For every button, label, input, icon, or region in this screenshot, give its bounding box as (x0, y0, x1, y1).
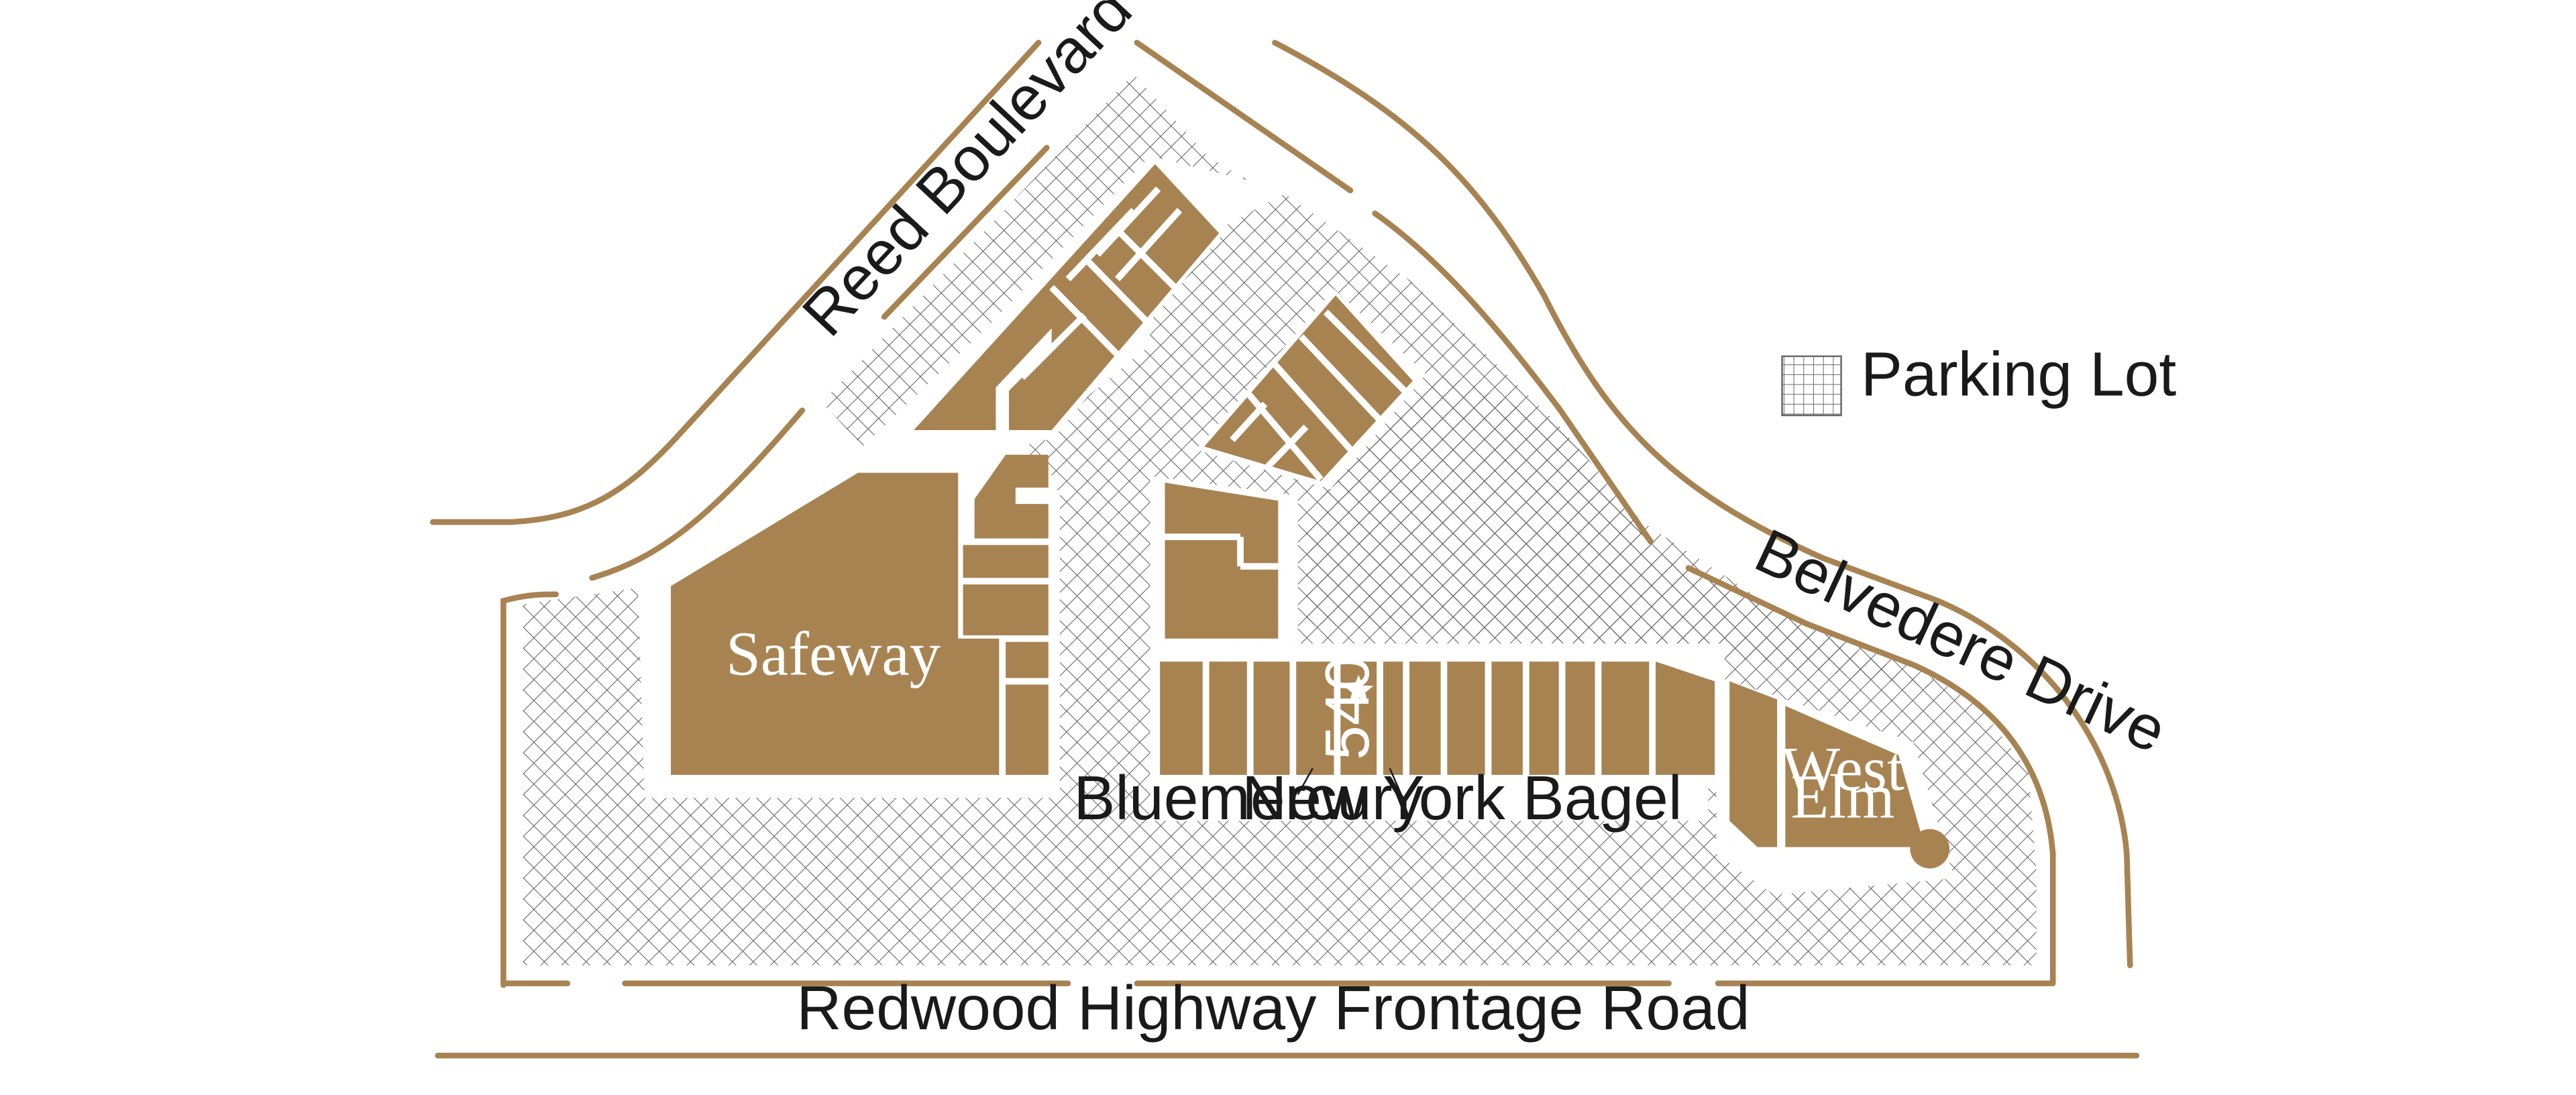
road-belvedere-inner-2 (1685, 565, 2056, 985)
label-bluemercury: Bluemercury (1073, 763, 1424, 833)
road-reed-boulevard-inner (589, 407, 806, 581)
building-row-unit-11[interactable] (1565, 662, 1595, 775)
legend: Parking Lot (1781, 340, 2176, 417)
building-row-unit-10[interactable] (1529, 662, 1559, 775)
building-row-unit-3[interactable] (1253, 662, 1290, 775)
label-safeway: Safeway (726, 620, 941, 689)
road-center-left (1134, 40, 1354, 194)
label-west-elm-line2: Elm (1791, 762, 1895, 831)
building-row-unit-12[interactable] (1601, 662, 1650, 775)
building-westelm-round (1910, 829, 1950, 869)
building-dividers (999, 187, 1411, 570)
unit-540-highlight: 540 (1312, 656, 1382, 760)
building-row-unit-7[interactable] (1409, 662, 1441, 775)
label-west-elm-line1: West (1781, 735, 1904, 804)
road-reed-inner-segment (881, 144, 1050, 320)
road-belvedere-outer (1272, 40, 2133, 968)
building-left-unit-1[interactable] (974, 454, 1049, 539)
building-left-unit-5[interactable] (1006, 684, 1049, 775)
building-row-unit-2[interactable] (1209, 662, 1247, 775)
building-west-elm[interactable] (1785, 706, 1925, 847)
road-left-edge (500, 591, 559, 988)
building-row-unit-13[interactable] (1656, 662, 1715, 775)
building-row-unit-9[interactable] (1491, 662, 1523, 775)
building-center-upper[interactable] (1165, 482, 1279, 639)
building-row-unit-1[interactable] (1160, 662, 1203, 775)
building-left-unit-4[interactable] (1006, 641, 1049, 678)
leader-new-york-bagel (1389, 768, 1402, 795)
building-left-unit-3[interactable] (963, 584, 1049, 635)
building-westelm-west[interactable] (1729, 681, 1778, 847)
road-belvedere-inner-1 (1372, 210, 1654, 545)
star-icon (1344, 674, 1374, 704)
leader-bluemercury (1297, 768, 1313, 795)
parking-lot-north (822, 74, 1249, 447)
label-new-york-bagel: New York Bagel (1242, 763, 1682, 833)
parking-lot-center (1305, 374, 1938, 690)
unit-number-540: 540 (1312, 656, 1382, 760)
building-row-unit-newyorkbagel[interactable] (1383, 662, 1403, 775)
building-left-unit-2[interactable] (963, 545, 1049, 578)
building-safeway[interactable] (671, 472, 1000, 775)
store-labels: Safeway West Elm Bluemercury New York Ba… (726, 620, 1904, 833)
buildings (671, 164, 1950, 869)
building-mid-block[interactable] (1204, 295, 1413, 481)
building-north-block[interactable] (914, 164, 1220, 431)
road-reed-boulevard-outer (429, 40, 1042, 525)
legend-parking-swatch (1781, 355, 1842, 417)
roads (429, 40, 2140, 1059)
legend-parking-label: Parking Lot (1861, 340, 2176, 409)
building-row-unit-bluemercury[interactable] (1296, 662, 1334, 775)
building-row-unit-8[interactable] (1447, 662, 1485, 775)
label-redwood-frontage: Redwood Highway Frontage Road (796, 973, 1750, 1043)
